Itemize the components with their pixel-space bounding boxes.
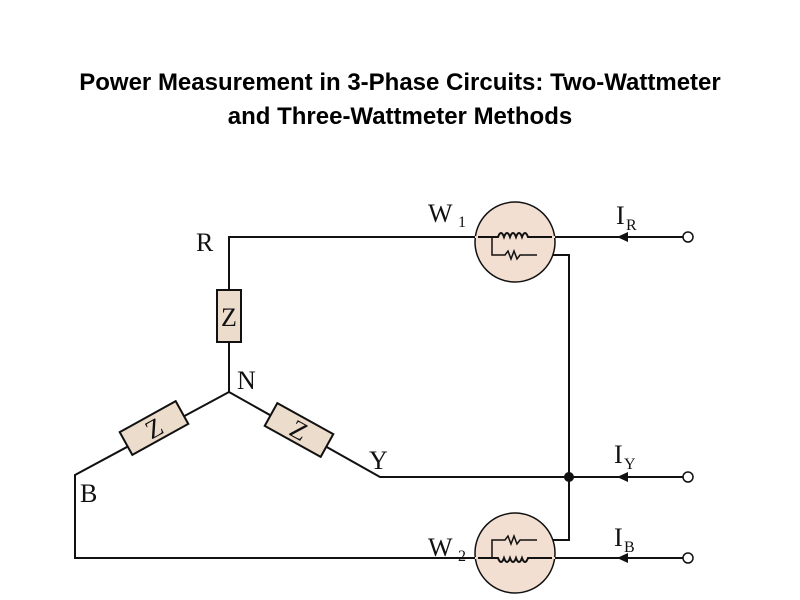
label-w2-sub: 2 (458, 548, 466, 565)
terminal-r-icon (682, 231, 694, 243)
label-iy: I (614, 440, 623, 469)
title-line-2: and Three-Wattmeter Methods (227, 103, 573, 130)
wattmeter-2 (474, 512, 556, 594)
impedance-b: Z (118, 399, 190, 457)
pressure-coil-icon (491, 533, 537, 558)
r-phase-wire (228, 236, 684, 392)
label-w2: W (428, 533, 453, 562)
terminal-b-icon (682, 552, 694, 564)
junction-dot (564, 472, 574, 482)
label-y: Y (369, 446, 388, 475)
current-coil-icon (478, 232, 552, 240)
label-w1: W (428, 199, 453, 228)
label-n: N (237, 366, 256, 395)
label-w1-sub: 1 (458, 214, 466, 231)
pressure-coil-icon (491, 237, 537, 262)
label-iy-sub: Y (624, 456, 636, 473)
wattmeter-1 (474, 201, 556, 283)
wires (74, 236, 684, 559)
arrow-left-icon (617, 553, 628, 563)
label-ib: I (614, 523, 623, 552)
terminals (682, 231, 694, 564)
terminal-y-icon (682, 471, 694, 483)
impedance-r: Z (216, 289, 242, 343)
impedance-y: Z (263, 401, 335, 459)
current-arrows (617, 232, 628, 563)
label-ir-sub: R (626, 217, 637, 234)
arrow-left-icon (617, 472, 628, 482)
label-ib-sub: B (624, 539, 635, 556)
arrow-left-icon (617, 232, 628, 242)
label-b: B (80, 479, 97, 508)
labels: R N Y B W 1 W 2 I R I Y I B (80, 199, 637, 565)
pressure-coil-common-wire (537, 254, 570, 541)
current-coil-icon (478, 555, 552, 563)
label-r: R (196, 228, 214, 257)
title-line-1: Power Measurement in 3-Phase Circuits: T… (79, 69, 721, 96)
page-title: Power Measurement in 3-Phase Circuits: T… (0, 66, 800, 134)
label-ir: I (616, 201, 625, 230)
impedance-label: Z (221, 303, 237, 332)
